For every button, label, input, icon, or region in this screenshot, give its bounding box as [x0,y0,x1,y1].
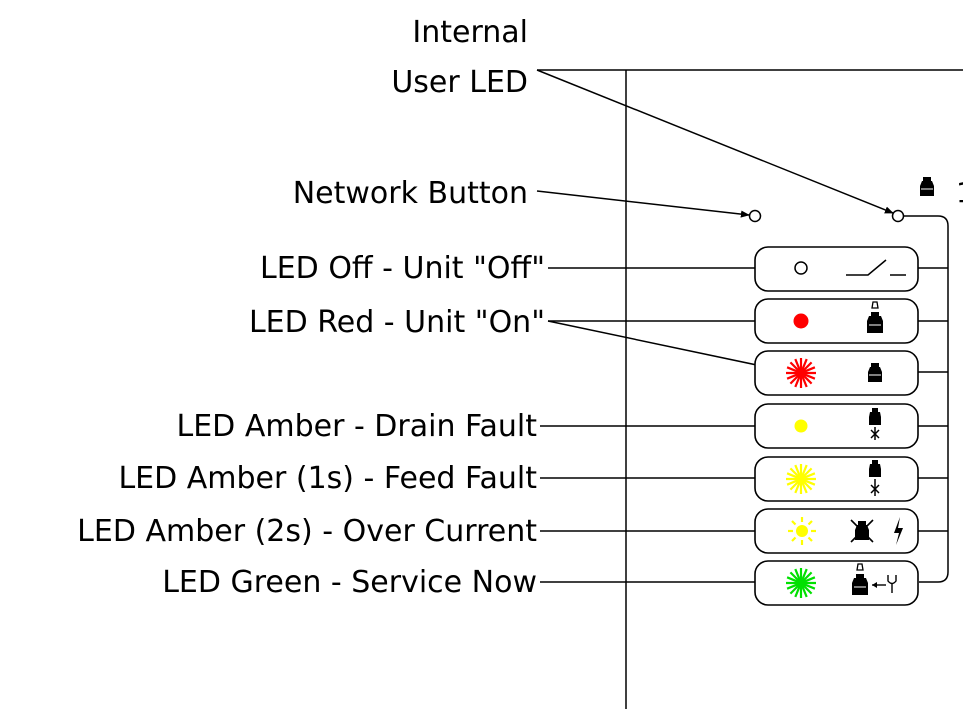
led-green-flashing-indicator [786,568,816,598]
label-led-amber-over: LED Amber (2s) - Over Current [77,514,537,549]
callout-labels: Internal User LED Network Button LED Off… [77,15,545,600]
status-row-feed-fault [754,456,919,502]
over-current-icon [850,519,874,543]
unit-on-icon [867,301,883,333]
status-row-over-current [754,508,919,554]
panel-edge-text: 1 [956,176,963,209]
label-led-green: LED Green - Service Now [162,565,537,600]
led-red-flashing-indicator [786,358,816,388]
label-network-button: Network Button [293,176,528,211]
leader-lines [536,69,894,586]
led-red-indicator [793,313,809,329]
status-rows [754,246,919,606]
label-internal-line2: User LED [391,65,528,100]
label-led-red: LED Red - Unit "On" [249,305,545,340]
feed-fault-icon [869,460,881,496]
status-row-service-now [754,560,919,606]
label-led-amber-drain: LED Amber - Drain Fault [177,409,538,444]
internal-user-led [891,209,905,223]
status-row-off [754,246,919,292]
controller-panel: 1 [537,69,963,709]
switch-open-icon [846,259,906,276]
status-row-on-flashing [754,350,919,396]
led-amber-flashing-indicator [786,464,816,494]
label-led-amber-feed: LED Amber (1s) - Feed Fault [118,461,537,496]
label-internal-line1: Internal [412,15,528,50]
unit-icon [920,177,934,196]
led-off-indicator [794,261,808,275]
led-amber-indicator [794,419,808,433]
drain-fault-icon [869,408,881,440]
unit-icon [868,363,882,382]
status-bus-wire [904,215,949,583]
network-button[interactable] [748,209,762,223]
label-led-off: LED Off - Unit "Off" [260,251,545,286]
service-wrench-icon [852,563,897,595]
led-amber-star-indicator [788,517,816,545]
lightning-icon [894,517,903,545]
status-row-on-steady [754,298,919,344]
status-row-drain-fault [754,403,919,449]
